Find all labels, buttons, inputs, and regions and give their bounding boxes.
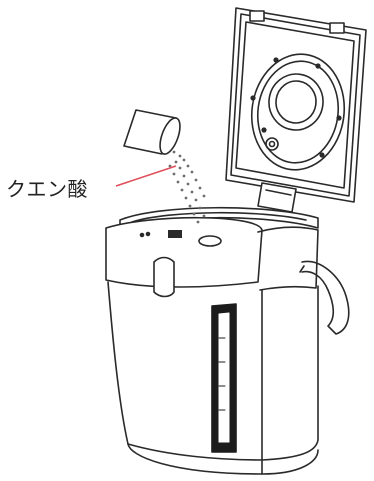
powder-dot [203,215,206,218]
callout-line [116,166,176,186]
powder-dot [199,187,202,190]
powder-dot [191,191,194,194]
powder-dot [185,197,188,200]
powder-dot [181,189,184,192]
powder-dot [203,195,206,198]
powder-dot [193,213,196,216]
powder-dot [179,167,182,170]
open-lid [226,8,366,212]
citric-acid-packet [124,110,184,157]
powder-dot [197,221,200,224]
water-level-window [212,304,236,452]
powder-dot [195,199,198,202]
powder-dot [189,205,192,208]
powder-dot [173,173,176,176]
powder-dot [191,171,194,174]
powder-dot [175,161,178,164]
powder-dot [173,151,176,154]
callout-label: クエン酸 [6,173,88,202]
powder-dot [177,181,180,184]
pot-handle [300,261,349,334]
powder-dot [195,179,198,182]
powder-dot [183,159,186,162]
powder-dot [187,183,190,186]
powder-dot [179,155,182,158]
powder-dot [199,207,202,210]
powder-dot [187,165,190,168]
powder-dot [183,175,186,178]
